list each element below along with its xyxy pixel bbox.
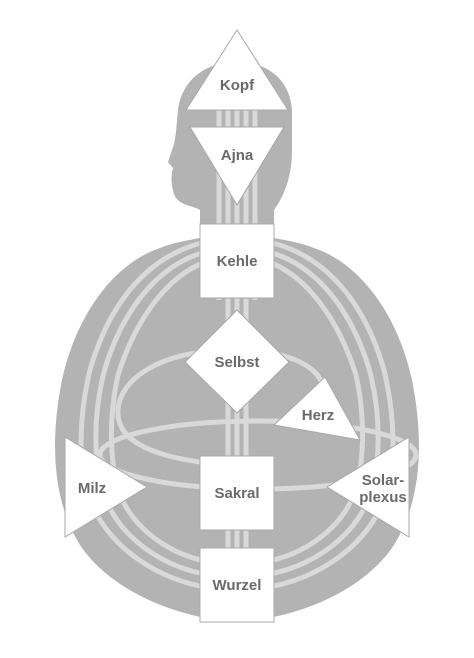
center-heart[interactable]: Herz — [272, 376, 361, 441]
center-solar-label-1: Solar- — [362, 472, 405, 489]
center-spleen-label: Milz — [78, 480, 106, 497]
center-root-label: Wurzel — [213, 577, 262, 594]
center-head[interactable]: Kopf — [185, 29, 289, 111]
center-ajna[interactable]: Ajna — [189, 126, 285, 206]
center-g-label: Selbst — [214, 354, 259, 371]
center-sacral-label: Sakral — [214, 485, 259, 502]
center-solar-label-2: plexus — [359, 489, 407, 506]
center-heart-label: Herz — [302, 407, 335, 424]
center-throat[interactable]: Kehle — [199, 223, 275, 299]
center-g[interactable]: Selbst — [184, 309, 290, 414]
center-solar-plexus[interactable]: Solar- plexus — [326, 436, 410, 538]
center-head-label: Kopf — [220, 77, 255, 94]
center-throat-label: Kehle — [217, 253, 258, 270]
center-sacral[interactable]: Sakral — [199, 455, 275, 531]
center-spleen[interactable]: Milz — [64, 436, 148, 538]
center-root[interactable]: Wurzel — [199, 547, 275, 623]
center-ajna-label: Ajna — [221, 147, 254, 164]
